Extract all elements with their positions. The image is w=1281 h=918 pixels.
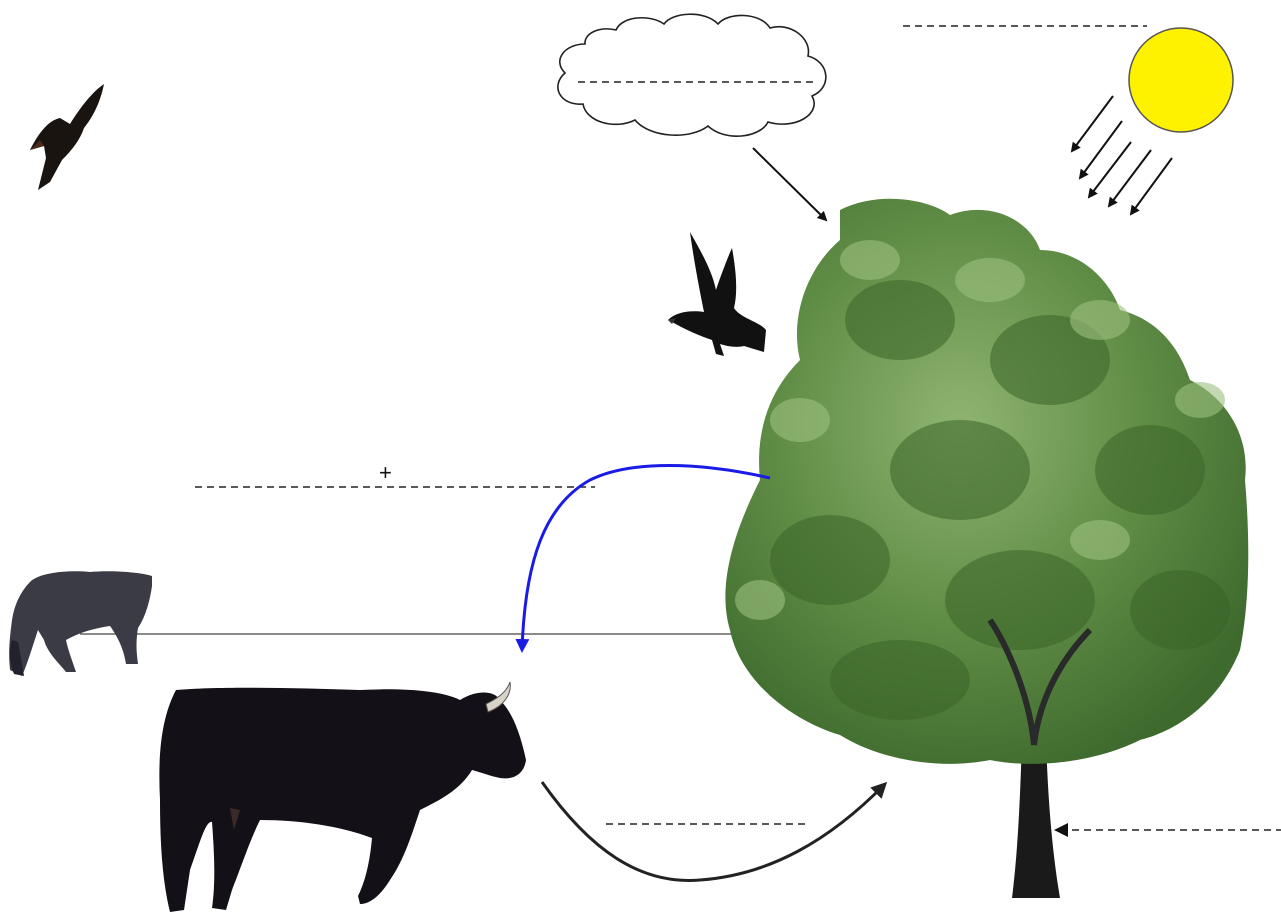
decomposition-arrow [540,781,888,882]
sun-icon [1128,27,1234,133]
plus-sign: + [379,460,392,485]
kite-bird-icon [30,84,104,190]
horse-icon [9,571,153,676]
answer-blanks [195,25,1281,831]
rain-arrow [752,147,828,222]
tree-icon [725,198,1249,898]
roots-arrowhead [1054,823,1068,837]
bull-icon [159,681,527,912]
cloud-icon [557,13,827,137]
crow-bird-icon [668,232,766,356]
sun-rays [1070,95,1173,216]
feedback-arrow [515,464,771,653]
